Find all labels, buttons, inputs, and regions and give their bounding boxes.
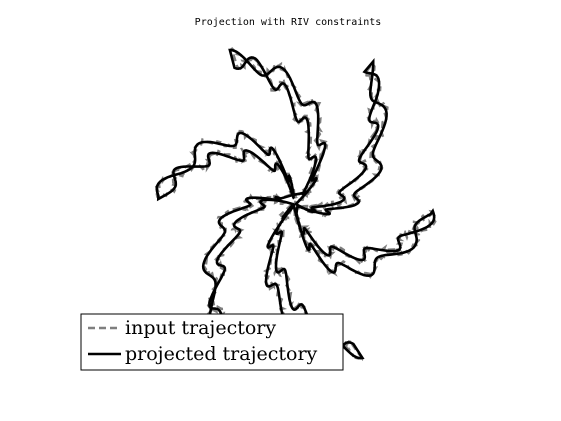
- legend-box: [80, 313, 344, 371]
- legend: input trajectory projected trajectory: [80, 313, 344, 371]
- legend-label-input-trajectory: input trajectory: [125, 317, 276, 339]
- legend-label-projected-trajectory: projected trajectory: [125, 343, 318, 365]
- plot-area: [153, 47, 438, 362]
- chart-title: Projection with RIV constraints: [195, 17, 382, 28]
- series-projected-trajectory-line: [155, 48, 436, 360]
